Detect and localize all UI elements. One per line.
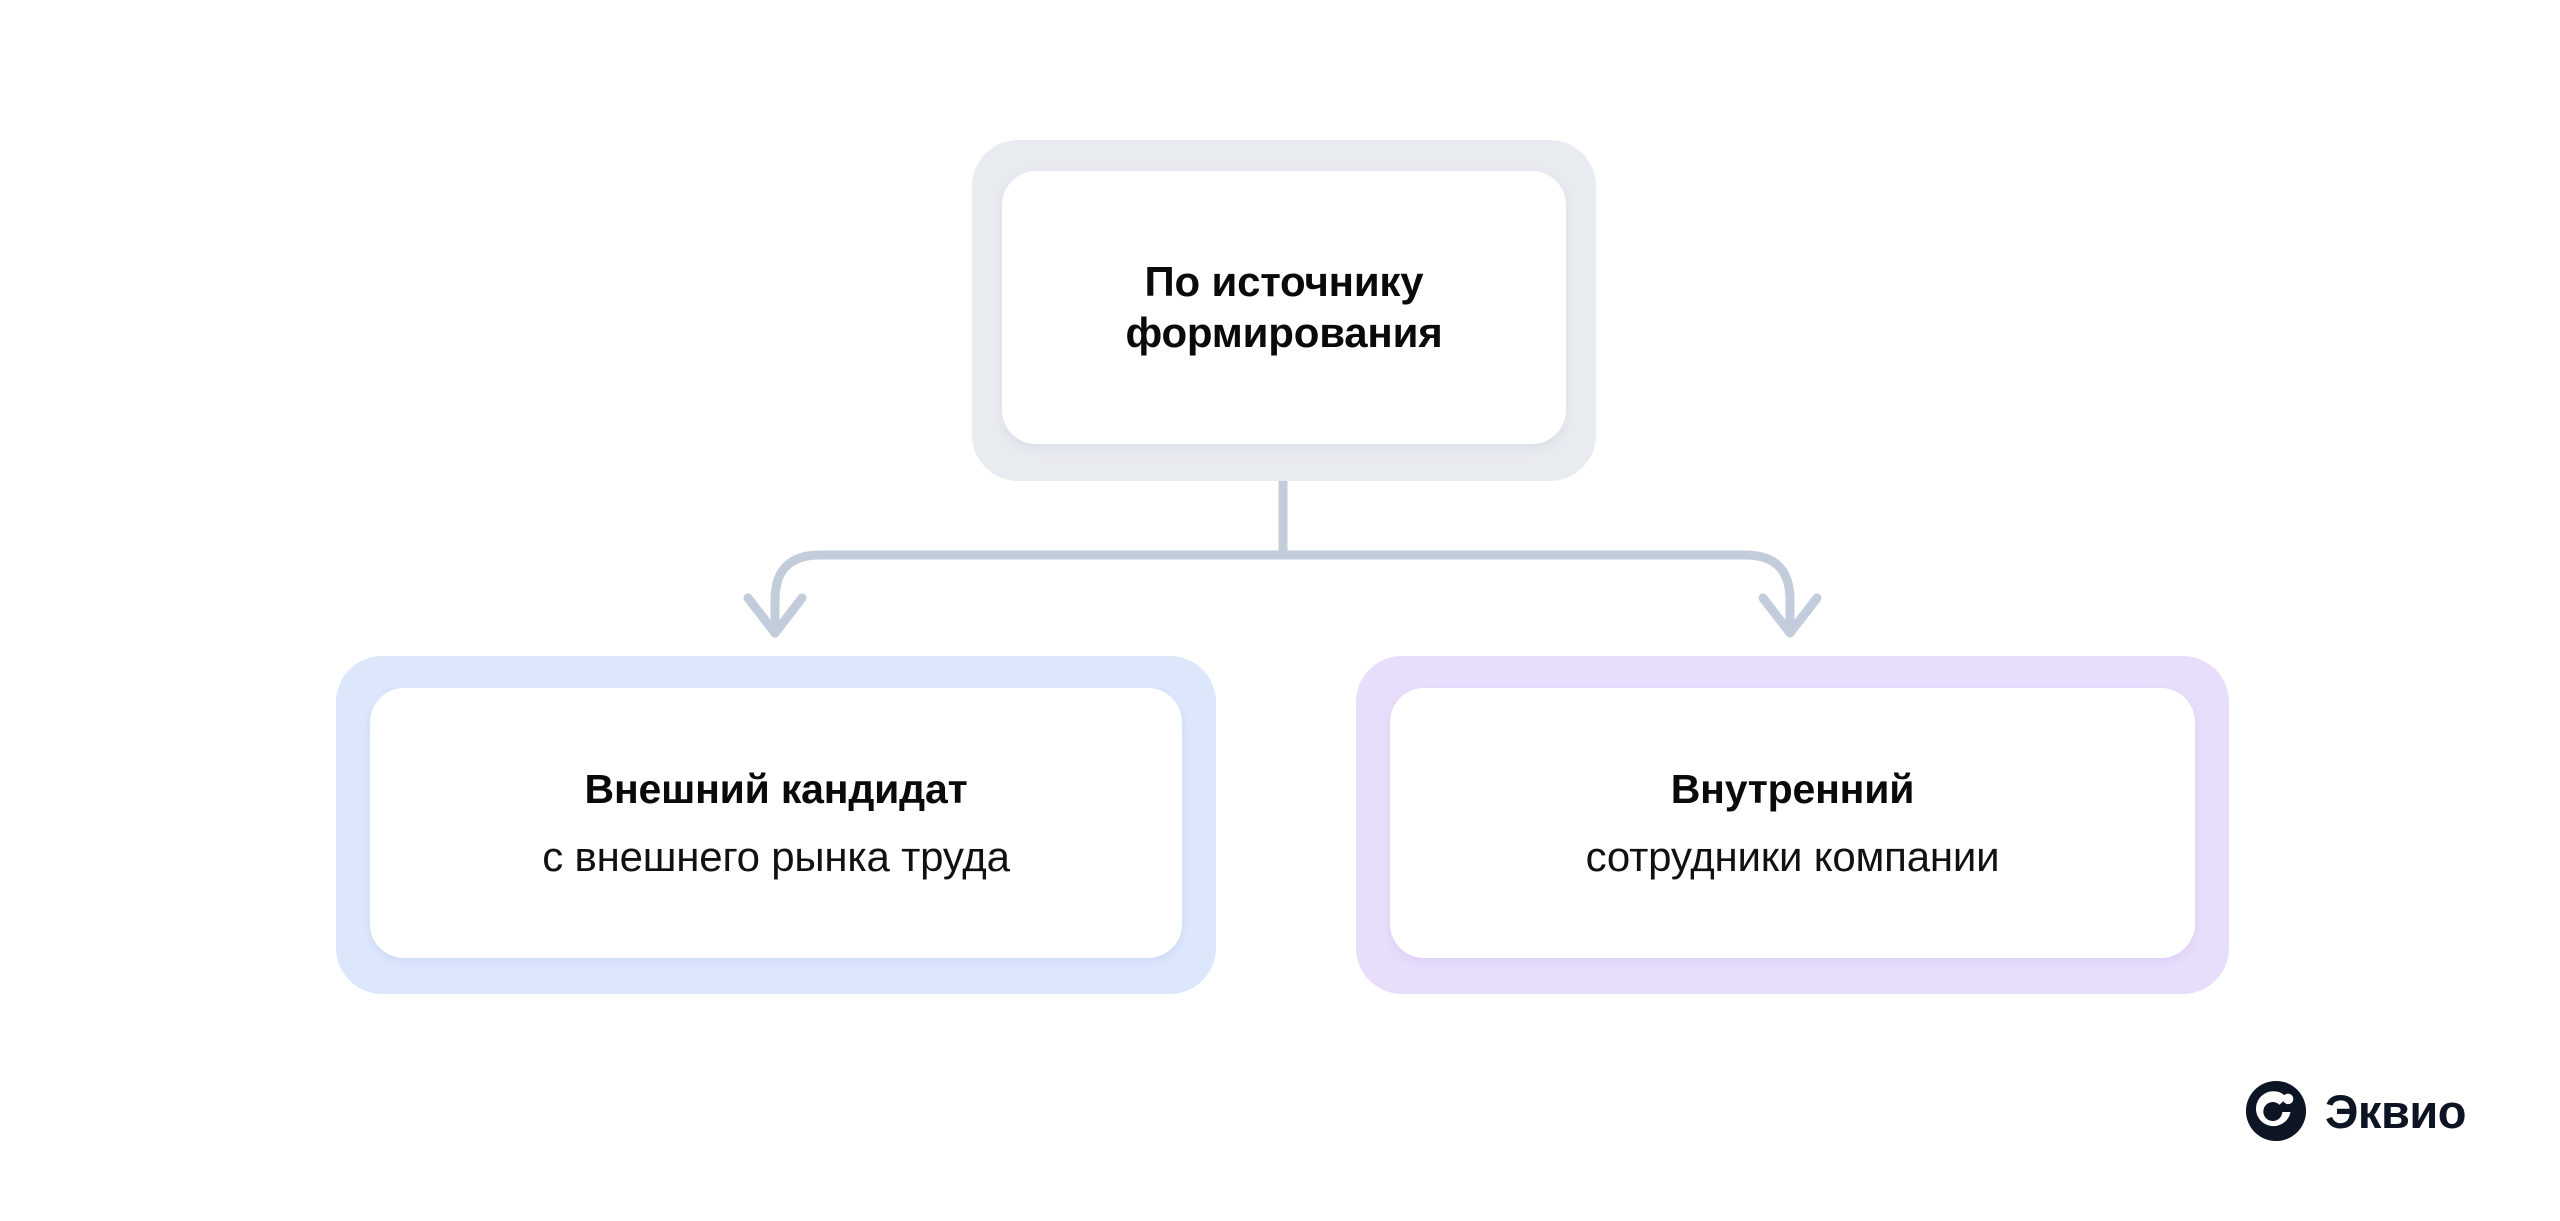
node-internal-candidate-title: Внутренний bbox=[1670, 765, 1915, 812]
connector-branch-left bbox=[770, 550, 1288, 637]
node-root[interactable]: По источнику формирования bbox=[972, 140, 1596, 481]
brand-logo: Эквио bbox=[2245, 1080, 2466, 1142]
brand-logo-text: Эквио bbox=[2325, 1084, 2466, 1138]
arrowhead-right-icon bbox=[1758, 593, 1822, 638]
node-internal-candidate-card: Внутренний сотрудники компании bbox=[1390, 688, 2195, 958]
node-external-candidate-title: Внешний кандидат bbox=[584, 765, 968, 812]
connector-branch-right bbox=[1278, 550, 1795, 637]
ekvio-logo-icon bbox=[2245, 1080, 2307, 1142]
node-internal-candidate-subtitle: сотрудники компании bbox=[1585, 832, 2000, 880]
node-external-candidate-card: Внешний кандидат с внешнего рынка труда bbox=[370, 688, 1182, 958]
node-root-card: По источнику формирования bbox=[1002, 171, 1566, 444]
node-external-candidate[interactable]: Внешний кандидат с внешнего рынка труда bbox=[336, 656, 1216, 994]
node-internal-candidate[interactable]: Внутренний сотрудники компании bbox=[1356, 656, 2229, 994]
node-root-title: По источнику формирования bbox=[1125, 258, 1443, 356]
node-external-candidate-subtitle: с внешнего рынка труда bbox=[542, 832, 1010, 880]
arrowhead-left-icon bbox=[743, 593, 807, 638]
